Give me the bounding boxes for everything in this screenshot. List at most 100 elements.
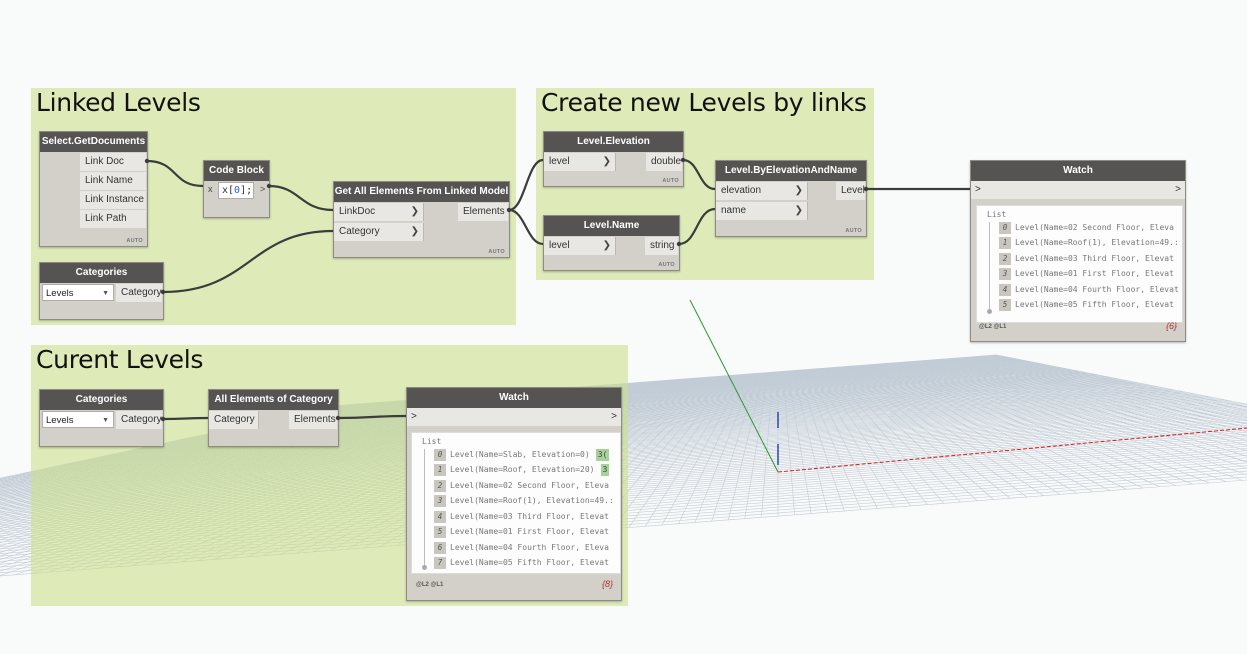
output-port-link-path[interactable]: Link Path <box>80 210 146 228</box>
list-item-text: Level(Name=03 Third Floor, Elevat <box>450 512 609 521</box>
output-port-link-instance[interactable]: Link Instance <box>80 191 146 209</box>
auto-label: AUTO <box>488 249 505 255</box>
node-level-name[interactable]: Level.Name level❯ string AUTO <box>543 215 680 271</box>
output-port-elements[interactable]: Elements <box>289 411 337 429</box>
list-tree-line <box>424 449 425 567</box>
input-port-watch[interactable]: > <box>975 184 981 195</box>
list-index: 5 <box>434 526 446 538</box>
list-tree-end <box>987 309 992 314</box>
port-label: level <box>549 156 570 167</box>
node-level-elevation[interactable]: Level.Elevation level❯ double AUTO <box>543 131 684 187</box>
list-index: 4 <box>999 284 1011 296</box>
list-item[interactable]: 5 Level(Name=01 First Floor, Elevat <box>434 526 609 538</box>
node-title: Watch <box>407 388 621 408</box>
node-all-elements-of-category[interactable]: All Elements of Category Category Elemen… <box>208 389 339 447</box>
list-item[interactable]: 3 Level(Name=Roof(1), Elevation=49.: <box>434 495 614 507</box>
input-port-level[interactable]: level❯ <box>544 153 616 171</box>
code-prefix: x[ <box>222 185 235 196</box>
list-item[interactable]: 0 Level(Name=Slab, Elevation=0) 3( <box>434 449 610 461</box>
group-title: Linked Levels <box>36 88 201 117</box>
code-editor[interactable]: x[0]; <box>218 182 254 199</box>
node-level-by-elevation-and-name[interactable]: Level.ByElevationAndName elevation❯ name… <box>715 160 867 237</box>
node-title: Get All Elements From Linked Model <box>334 182 509 202</box>
port-label: LinkDoc <box>339 206 376 217</box>
chevron-right-icon: ❯ <box>794 185 803 196</box>
output-port-category[interactable]: Category <box>116 284 162 302</box>
output-port-string[interactable]: string <box>645 237 678 255</box>
list-item-text: Level(Name=04 Fourth Floor, Elevat <box>1015 285 1179 294</box>
input-port-linkdoc[interactable]: LinkDoc❯ <box>334 203 424 221</box>
list-item-tag: 3 <box>600 464 610 476</box>
list-item-text: Level(Name=01 First Floor, Elevat <box>450 527 609 536</box>
list-index: 4 <box>434 511 446 523</box>
chevron-right-icon: ❯ <box>602 240 611 251</box>
node-categories-bottom[interactable]: Categories Levels▼ Category <box>39 389 164 447</box>
list-item-text: Level(Name=Slab, Elevation=0) <box>450 450 590 459</box>
watch-port-strip: > > <box>971 181 1185 199</box>
input-port-x[interactable]: x <box>208 184 213 194</box>
input-port-level[interactable]: level ❯ <box>544 237 616 255</box>
list-index: 0 <box>434 449 446 461</box>
port-label: name <box>721 205 747 216</box>
list-item-text: Level(Name=Roof(1), Elevation=49.: <box>450 496 614 505</box>
list-item-text: Level(Name=Roof, Elevation=20) <box>450 465 595 474</box>
input-port-name[interactable]: name❯ <box>716 202 808 220</box>
output-port-link-doc[interactable]: Link Doc <box>80 153 146 171</box>
input-port-category[interactable]: Category <box>209 411 259 429</box>
category-dropdown[interactable]: Levels▼ <box>42 284 114 301</box>
auto-label: AUTO <box>845 228 862 234</box>
list-item-text: Level(Name=05 Fifth Floor, Elevat <box>450 558 609 567</box>
list-item[interactable]: 4 Level(Name=03 Third Floor, Elevat <box>434 511 609 523</box>
list-item-text: Level(Name=02 Second Floor, Eleva <box>450 481 609 490</box>
input-port-watch[interactable]: > <box>411 411 417 422</box>
list-item-text: Level(Name=04 Fourth Floor, Eleva <box>450 543 609 552</box>
list-item[interactable]: 2 Level(Name=02 Second Floor, Eleva <box>434 480 609 492</box>
port-label: elevation <box>721 185 762 196</box>
output-port-watch[interactable]: > <box>1175 184 1181 195</box>
output-port-elements[interactable]: Elements <box>458 203 508 221</box>
list-item-text: Level(Name=02 Second Floor, Eleva <box>1015 223 1174 232</box>
node-title: Select.GetDocuments <box>40 132 147 152</box>
output-port-category[interactable]: Category <box>116 411 162 429</box>
list-index: 3 <box>999 268 1011 280</box>
code-number: 0 <box>234 185 241 196</box>
output-port-link-name[interactable]: Link Name <box>80 172 146 190</box>
list-tree-end <box>422 565 427 570</box>
auto-label: AUTO <box>662 178 679 184</box>
chevron-right-icon: ❯ <box>410 226 419 237</box>
input-port-elevation[interactable]: elevation ❯ <box>716 182 808 200</box>
list-index: 3 <box>434 495 446 507</box>
list-label: List <box>987 210 1007 219</box>
list-item-tag: 3( <box>595 449 610 461</box>
node-title: Watch <box>971 161 1185 181</box>
node-code-block[interactable]: Code Block x x[0]; > <box>203 160 270 218</box>
auto-label: AUTO <box>126 238 143 244</box>
node-select-get-documents[interactable]: Select.GetDocuments Link Doc Link Name L… <box>39 131 148 247</box>
list-item[interactable]: 4 Level(Name=04 Fourth Floor, Elevat <box>999 284 1179 296</box>
list-count: {6} <box>1165 321 1177 331</box>
list-index: 5 <box>999 299 1011 311</box>
list-index: 2 <box>434 480 446 492</box>
node-categories-top[interactable]: Categories Levels▼ Category <box>39 262 164 320</box>
node-get-linked-elements[interactable]: Get All Elements From Linked Model LinkD… <box>333 181 510 258</box>
group-title: Create new Levels by links <box>541 88 867 117</box>
output-port-code[interactable]: > <box>260 184 266 194</box>
output-port-double[interactable]: double <box>646 153 682 171</box>
category-dropdown[interactable]: Levels▼ <box>42 411 114 428</box>
output-port-watch[interactable]: > <box>611 411 617 422</box>
input-port-category[interactable]: Category❯ <box>334 223 424 241</box>
port-label: level <box>549 240 570 251</box>
output-port-level[interactable]: Level <box>836 182 865 200</box>
